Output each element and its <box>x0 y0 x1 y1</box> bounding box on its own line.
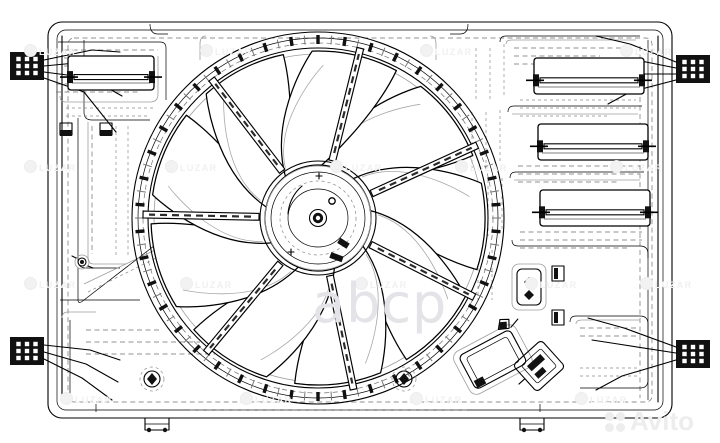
resistor-blocks <box>60 55 658 227</box>
connector-pin <box>24 63 30 69</box>
connector-pin <box>16 355 21 361</box>
mount-tab-upper-left-b <box>99 122 113 136</box>
clip-tab-upper <box>551 265 565 282</box>
mount-grommet-bottom-left <box>139 366 165 392</box>
connector-pin <box>33 70 38 76</box>
fan-blade-contour <box>260 276 332 361</box>
shroud-strut-rib <box>214 83 279 166</box>
connector-pin <box>699 66 704 72</box>
small-parts-cluster <box>453 263 565 395</box>
fan-blade-contour <box>182 271 292 295</box>
connector-pin <box>682 351 687 357</box>
resistor-block-middle-right <box>530 123 656 161</box>
connector-pin <box>33 56 38 62</box>
shroud-strut-rib <box>330 283 354 384</box>
connector-pin <box>682 73 687 79</box>
connector-pin <box>16 341 21 347</box>
connector-pin <box>24 355 30 361</box>
fan-blade-contour <box>364 253 379 364</box>
connector-pin <box>33 63 38 69</box>
mount-grommet-left <box>71 254 94 270</box>
shroud-frame <box>47 21 673 419</box>
connector-pin <box>699 344 704 350</box>
connector-pin <box>690 73 696 79</box>
wiring-connectors <box>10 52 710 368</box>
shroud-strut-rib <box>149 213 252 218</box>
connector-pin <box>690 59 696 65</box>
relay-module <box>453 318 533 395</box>
connector-pin <box>24 348 30 354</box>
connector-pin <box>24 56 30 62</box>
connector-bottom-left <box>10 337 44 365</box>
connector-pin <box>682 66 687 72</box>
fan-blade-contour <box>283 64 324 168</box>
connector-pin <box>699 358 704 364</box>
fan-blade <box>280 50 398 177</box>
connector-pin <box>24 341 30 347</box>
connector-pin <box>699 59 704 65</box>
connector-pin <box>690 351 696 357</box>
shroud-strut-rib <box>209 268 277 349</box>
connector-top-left <box>10 52 44 80</box>
clip-tab-lower <box>551 309 565 326</box>
shroud-misc-detail <box>95 23 541 412</box>
connector-pin <box>690 344 696 350</box>
resistor-block-upper-right <box>526 57 652 95</box>
connector-pin <box>690 66 696 72</box>
fan-motor-hub <box>259 160 377 276</box>
resistor-block-lower-right <box>532 189 658 227</box>
mount-hardware <box>59 122 545 433</box>
connector-pin <box>24 70 30 76</box>
connector-pin <box>682 358 687 364</box>
connector-pin <box>690 358 696 364</box>
connector-pin <box>33 341 38 347</box>
mount-foot-bottom-left <box>144 417 170 433</box>
fan-blade-contour <box>361 171 470 198</box>
connector-bottom-right <box>676 340 710 368</box>
connector-pin <box>33 355 38 361</box>
shroud-strut-rib <box>333 53 360 154</box>
mount-tab-upper-left-a <box>59 122 73 136</box>
connector-pin <box>699 351 704 357</box>
connector-pin <box>16 348 21 354</box>
mount-foot-bottom-right <box>519 417 545 433</box>
connector-pin <box>16 70 21 76</box>
connector-pin <box>16 63 21 69</box>
resistor-block-upper-left <box>60 55 162 91</box>
fan-blade-contour <box>377 214 449 300</box>
shroud-strut-rib <box>377 247 470 296</box>
connector-pin <box>682 344 687 350</box>
connector-pin <box>699 73 704 79</box>
shroud-support-struts <box>142 46 480 391</box>
connector-top-right <box>676 55 710 83</box>
control-plug <box>513 341 565 391</box>
connector-pin <box>33 348 38 354</box>
connector-pin <box>16 56 21 62</box>
mount-grommet-bottom-right <box>391 366 417 392</box>
connector-pin <box>682 59 687 65</box>
shroud-strut-rib <box>378 146 473 192</box>
